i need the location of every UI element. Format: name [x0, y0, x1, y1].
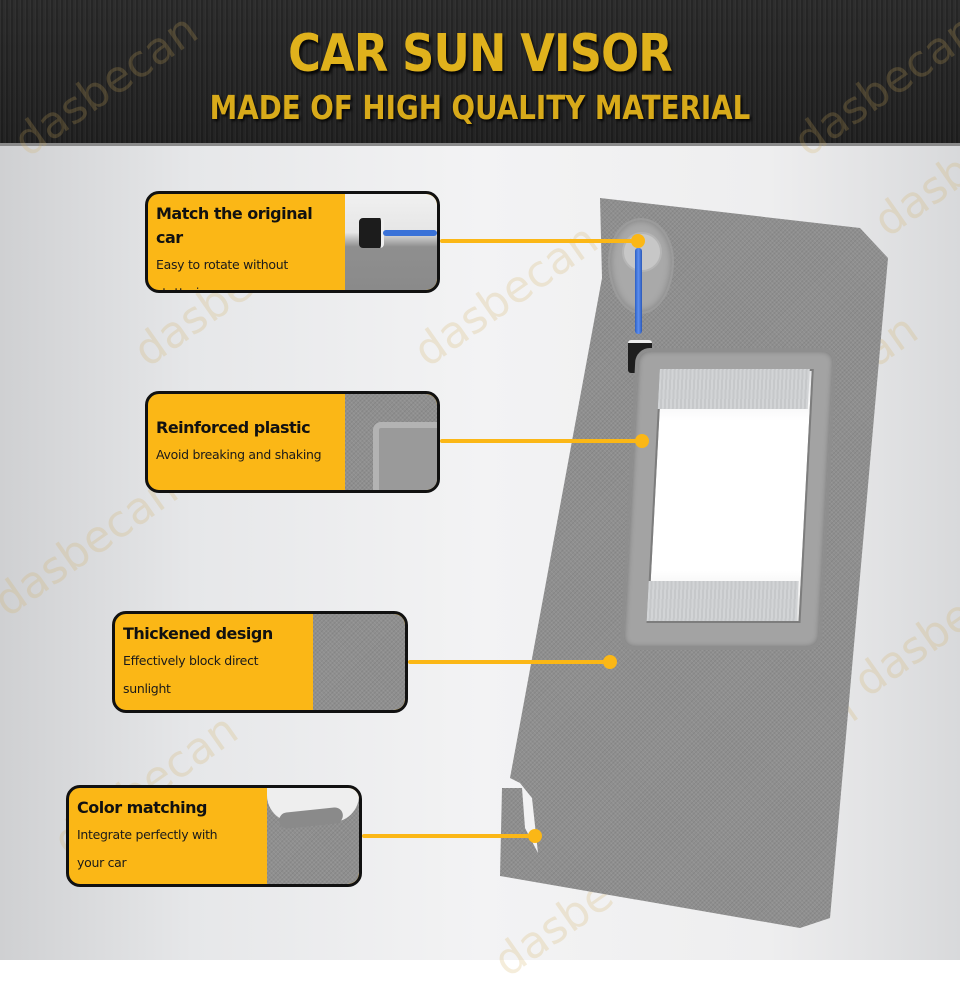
- feature-title: Color matching: [77, 798, 208, 817]
- feature-card-thickened-design: Thickened design Effectively block direc…: [112, 611, 408, 713]
- feature-desc: Effectively block direct: [123, 653, 259, 668]
- callout-line: [440, 239, 636, 243]
- mirror-light-top: [657, 369, 810, 409]
- mirror-frame-closeup-image: [345, 394, 437, 490]
- callout-line: [408, 660, 608, 664]
- clip-pin-closeup-image: [267, 788, 359, 884]
- vanity-mirror-frame: [620, 348, 837, 650]
- header-banner: CAR SUN VISOR MADE OF HIGH QUALITY MATER…: [0, 0, 960, 146]
- page-title: CAR SUN VISOR: [288, 24, 673, 84]
- callout-dot: [603, 655, 617, 669]
- page-subtitle: MADE OF HIGH QUALITY MATERIAL: [209, 88, 751, 127]
- callout-line: [440, 439, 640, 443]
- mirror-light-bottom: [646, 581, 799, 621]
- visor-rod: [635, 248, 642, 334]
- fabric-closeup-image: [313, 614, 405, 710]
- feature-desc: Avoid breaking and shaking: [156, 447, 322, 462]
- feature-card-reinforced-plastic: Reinforced plastic Avoid breaking and sh…: [145, 391, 440, 493]
- callout-dot: [635, 434, 649, 448]
- feature-desc: your car: [77, 855, 127, 870]
- hinge-closeup-image: [345, 194, 437, 290]
- feature-desc: Easy to rotate without: [156, 257, 288, 272]
- feature-card-color-matching: Color matching Integrate perfectly with …: [66, 785, 362, 887]
- feature-title: Reinforced plastic: [156, 418, 311, 437]
- feature-card-match-original: Match the original car Easy to rotate wi…: [145, 191, 440, 293]
- visor-hinge-mount: [608, 218, 674, 314]
- feature-title: Match the original car: [156, 204, 313, 247]
- sun-visor-product-image: [500, 188, 890, 928]
- feature-title: Thickened design: [123, 624, 273, 643]
- feature-desc: sunlight: [123, 681, 171, 696]
- callout-line: [362, 834, 532, 838]
- feature-desc: Integrate perfectly with: [77, 827, 218, 842]
- callout-dot: [631, 234, 645, 248]
- callout-dot: [528, 829, 542, 843]
- feature-desc: stuttering: [156, 285, 215, 293]
